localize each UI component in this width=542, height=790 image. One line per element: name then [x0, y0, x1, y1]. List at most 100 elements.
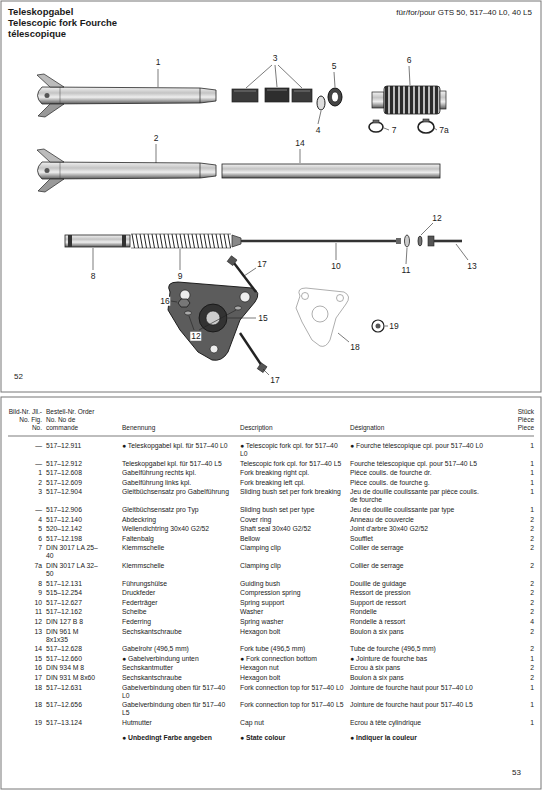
table-cell: 12 — [8, 618, 42, 626]
callout-number: 9 — [177, 272, 184, 281]
compression-spring — [131, 234, 231, 248]
table-cell: Telescopic fork cpl. for 517–40 L5 — [240, 460, 346, 468]
table-cell: Führungshülse — [122, 580, 234, 588]
table-cell: 517–13.124 — [46, 719, 100, 727]
callout-number: 14 — [294, 139, 305, 148]
table-cell: 1 — [506, 719, 534, 727]
table-cell: 517–12.660 — [46, 655, 100, 663]
table-cell: 2 — [506, 580, 534, 588]
table-cell: Sliding bush set per type — [240, 506, 346, 514]
table-cell: Anneau de couvercle — [350, 516, 486, 524]
table-cell: Ressort de pression — [350, 589, 486, 597]
table-cell: 517–12.906 — [46, 506, 100, 514]
table-cell: Druckfeder — [122, 589, 234, 597]
table-cell: 517–12.609 — [46, 479, 100, 487]
table-cell: DIN 931 M 8x60 — [46, 674, 100, 682]
table-cell: Fourche télescopique cpl. pour 517–40 L5 — [350, 460, 486, 468]
table-cell: Faltenbalg — [122, 535, 234, 543]
table-cell: 1 — [506, 655, 534, 663]
table-cell: Gabelführung rechts kpl. — [122, 469, 234, 477]
table-cell: Boulon à six pans — [350, 674, 486, 682]
callout-number: 19 — [388, 322, 399, 331]
table-header: Benennung — [122, 424, 234, 432]
callout-number: 13 — [466, 262, 477, 271]
table-cell: 2 — [506, 516, 534, 524]
table-cell: — — [8, 442, 42, 450]
table-cell: Spring washer — [240, 618, 346, 626]
table-cell: Gabelverbindung oben für 517–40 L5 — [122, 701, 234, 717]
table-cell: DIN 3017 LA 32–50 — [46, 562, 100, 578]
table-cell: Guiding bush — [240, 580, 346, 588]
table-cell: 5 — [8, 525, 42, 533]
table-cell: 6 — [8, 535, 42, 543]
table-cell: 2 — [506, 562, 534, 570]
table-cell: Ecrou à six pans — [350, 664, 486, 672]
table-cell: Pièce coulis. de fourche dr. — [350, 469, 486, 477]
table-cell: 19 — [8, 719, 42, 727]
callout-number: 11 — [401, 266, 412, 275]
table-cell: Jointure de fourche haut pour 517–40 L0 — [350, 684, 486, 692]
model-note: für/for/pour GTS 50, 517–40 L0, 40 L5 — [300, 8, 532, 18]
callout-number: 4 — [315, 126, 322, 135]
table-cell: 14 — [8, 645, 42, 653]
table-cell: 517–12.627 — [46, 599, 100, 607]
shaft-seal — [328, 88, 342, 106]
table-cell: Hexagon bolt — [240, 674, 346, 682]
table-cell: Klemmschelle — [122, 562, 234, 570]
table-cell: 1 — [506, 684, 534, 692]
footnote: ● State colour — [240, 734, 346, 742]
table-cell: 517–12.912 — [46, 460, 100, 468]
callout-number: 7a — [438, 126, 449, 135]
callout-number: 17 — [269, 376, 280, 385]
table-cell: 4 — [506, 618, 534, 626]
fork-slider — [37, 149, 216, 192]
table-cell: Jointure de fourche haut pour 517–40 L5 — [350, 701, 486, 709]
fork-connection-top — [296, 288, 349, 346]
fork-slider — [37, 74, 216, 117]
table-cell: Teleskopgabel kpl. für 517–40 L5 — [122, 460, 234, 468]
hexagon-bolt — [428, 236, 462, 246]
table-cell: Tube de fourche (496,5 mm) — [350, 645, 486, 653]
table-cell: 517–12.631 — [46, 684, 100, 692]
table-cell: 18 — [8, 701, 42, 709]
callout-number: 10 — [330, 262, 341, 271]
table-cell: 2 — [506, 544, 534, 552]
table-cell: Klemmschelle — [122, 544, 234, 552]
table-cell: DIN 961 M 8x1x35 — [46, 628, 100, 644]
bellow — [372, 86, 446, 114]
table-cell: Hexagon bolt — [240, 628, 346, 636]
table-cell: Boulon à six pans — [350, 628, 486, 636]
table-cell: Sechskantschraube — [122, 628, 234, 636]
callout-number: 17 — [256, 260, 267, 269]
table-cell: ● Gabelverbindung unten — [122, 655, 234, 663]
table-cell: Pièce coulis. de fourche g. — [350, 479, 486, 487]
callout-number: 2 — [153, 134, 160, 143]
sliding-bushes — [232, 88, 312, 102]
table-cell: Jeu de douille coulissante par pièce cou… — [350, 488, 486, 504]
table-cell: 8 — [8, 580, 42, 588]
page-title: Teleskopgabel Telescopic fork Fourche té… — [8, 6, 120, 39]
table-cell: Gabelverbindung oben für 517–40 L0 — [122, 684, 234, 700]
table-header: Bestell-Nr. Order No. No de commande — [46, 408, 100, 432]
table-cell: 1 — [506, 488, 534, 496]
table-cell: 9 — [8, 589, 42, 597]
page-number: 53 — [512, 768, 521, 778]
table-cell: Wellendichtring 30x40 G2/52 — [122, 525, 234, 533]
table-cell: 2 — [506, 628, 534, 636]
callout-number: 16 — [159, 297, 170, 306]
table-cell: Support de ressort — [350, 599, 486, 607]
table-cell: Spring support — [240, 599, 346, 607]
footnote: ● Indiquer la couleur — [350, 734, 486, 742]
callout-number: 7 — [391, 126, 398, 135]
table-cell: Douille de guidage — [350, 580, 486, 588]
table-cell: DIN 127 B 8 — [46, 618, 100, 626]
table-cell: Federträger — [122, 599, 234, 607]
table-cell: Rondelle à ressort — [350, 618, 486, 626]
table-cell: Cover ring — [240, 516, 346, 524]
table-cell: 517–12.656 — [46, 701, 100, 709]
callout-number: 6 — [406, 56, 413, 65]
table-cell: ● Telescopic fork cpl. for 517–40 L0 — [240, 442, 346, 458]
table-cell: Rondelle — [350, 608, 486, 616]
table-header: Bild-Nr. Jll.-No. Fig. No. — [8, 408, 42, 432]
